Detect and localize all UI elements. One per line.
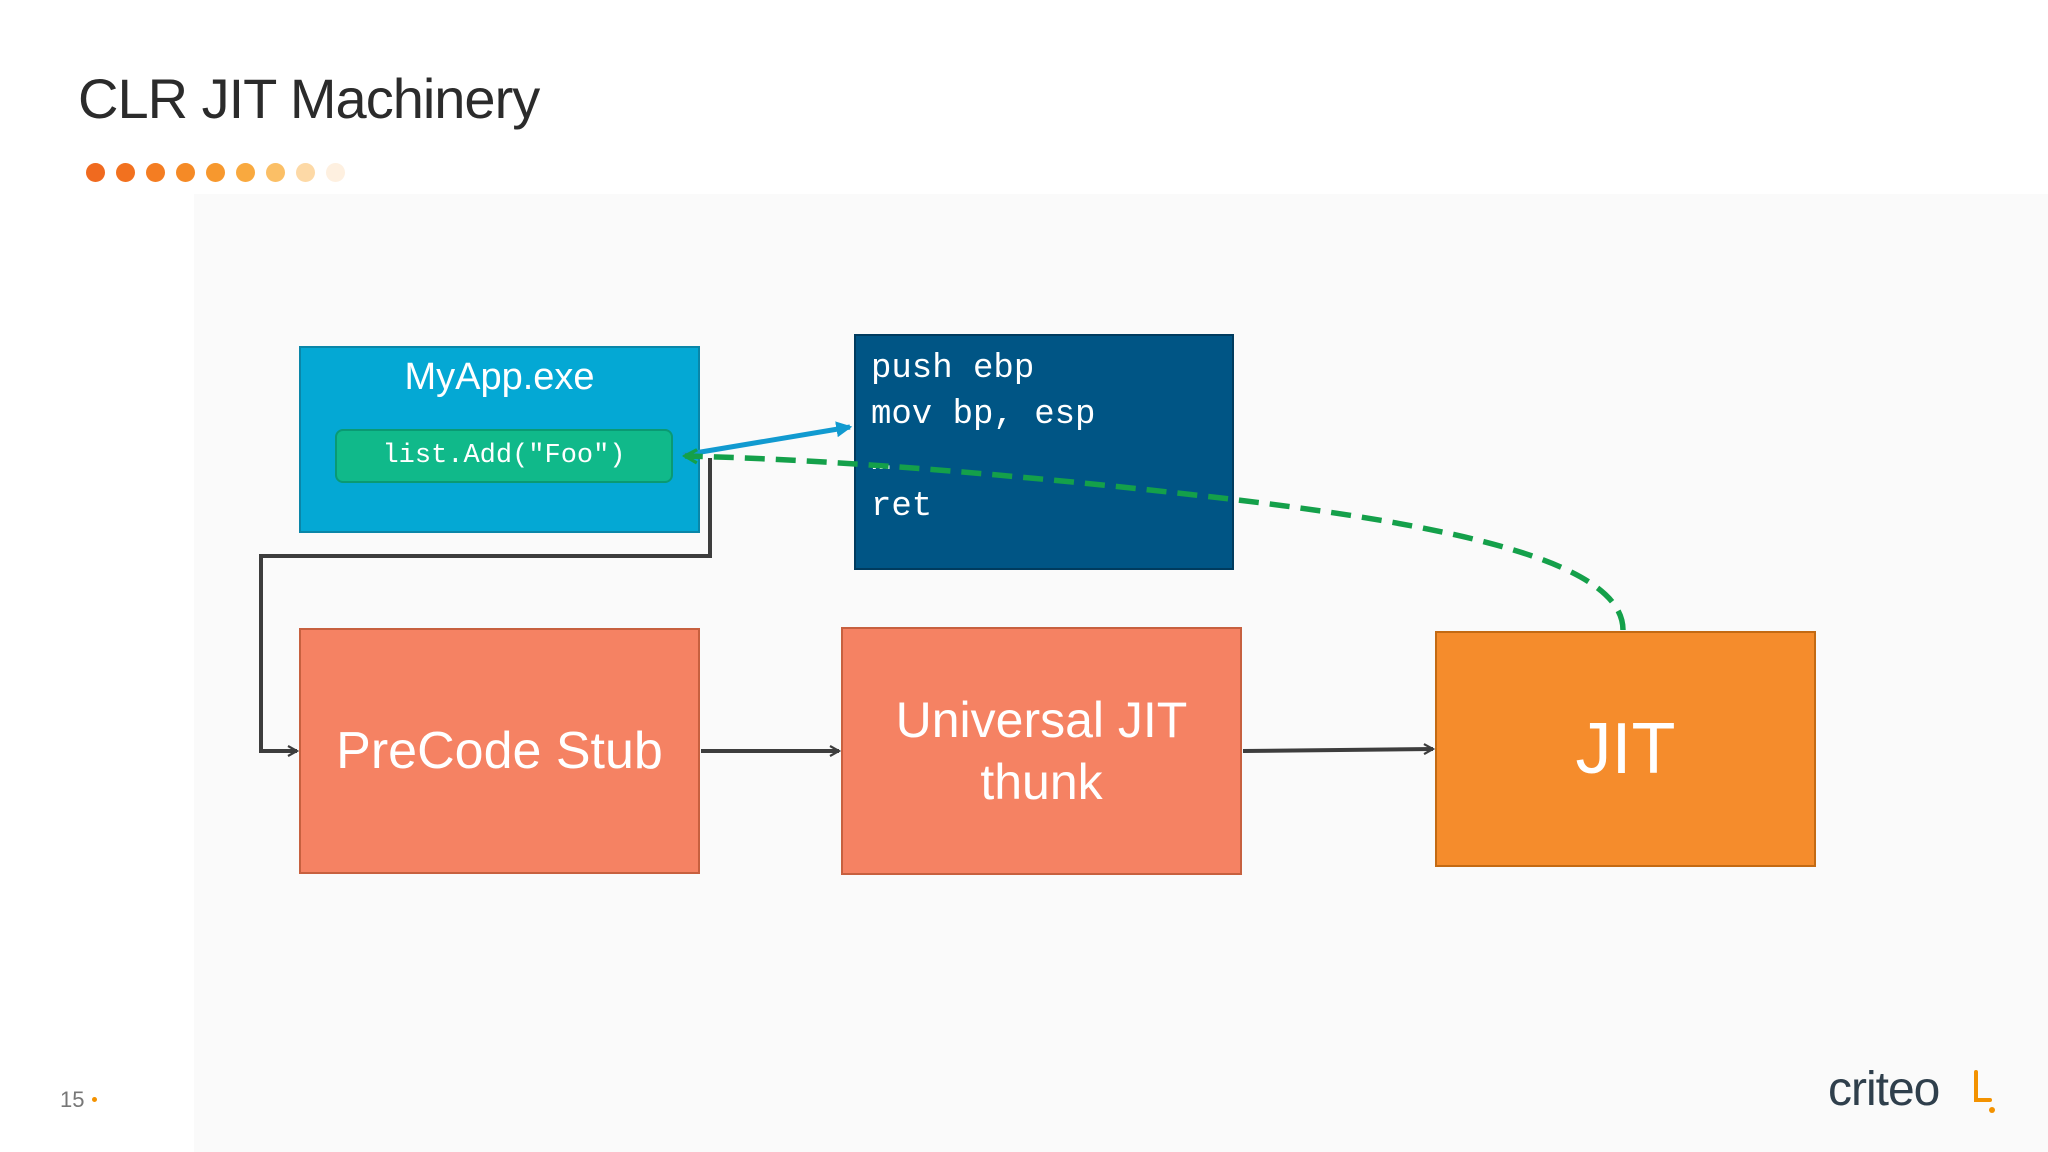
asm-line: mov bp, esp bbox=[871, 396, 1096, 434]
assembly-box: push ebp mov bp, esp … ret bbox=[854, 334, 1234, 570]
criteo-logo: criteo bbox=[1828, 1062, 1998, 1122]
myapp-box: MyApp.exe list.Add("Foo") bbox=[299, 346, 700, 533]
universal-jit-thunk-box: Universal JIT thunk bbox=[841, 627, 1242, 875]
precode-stub-box: PreCode Stub bbox=[299, 628, 700, 874]
precode-stub-label: PreCode Stub bbox=[336, 722, 663, 780]
jit-box: JIT bbox=[1435, 631, 1816, 867]
decor-dot bbox=[266, 163, 285, 182]
jit-backpatch-arrow bbox=[685, 456, 1626, 631]
page-number-dot bbox=[92, 1097, 97, 1102]
decor-dot bbox=[326, 163, 345, 182]
call-to-precode-arrow bbox=[259, 458, 712, 751]
decor-dot bbox=[176, 163, 195, 182]
decorative-dots bbox=[86, 163, 345, 182]
thunk-label-line1: Universal JIT bbox=[895, 692, 1188, 748]
thunk-label-line2: thunk bbox=[980, 754, 1103, 810]
call-to-assembly-arrow bbox=[682, 421, 853, 458]
jit-label: JIT bbox=[1575, 709, 1676, 789]
myapp-title: MyApp.exe bbox=[404, 356, 595, 398]
slide-title: CLR JIT Machinery bbox=[78, 67, 540, 130]
page-number: 15 bbox=[60, 1087, 85, 1112]
logo-mark bbox=[1974, 1070, 1995, 1113]
decor-dot bbox=[296, 163, 315, 182]
asm-line: push ebp bbox=[871, 350, 1035, 388]
logo-text: criteo bbox=[1828, 1063, 1940, 1116]
decor-dot bbox=[146, 163, 165, 182]
asm-line: ret bbox=[871, 488, 933, 526]
decor-dot bbox=[236, 163, 255, 182]
thunk-to-jit-arrow bbox=[1242, 749, 1433, 751]
decor-dot bbox=[206, 163, 225, 182]
asm-line: … bbox=[871, 442, 892, 480]
method-call: list.Add("Foo") bbox=[335, 429, 673, 483]
decor-dot bbox=[116, 163, 135, 182]
decor-dot bbox=[86, 163, 105, 182]
